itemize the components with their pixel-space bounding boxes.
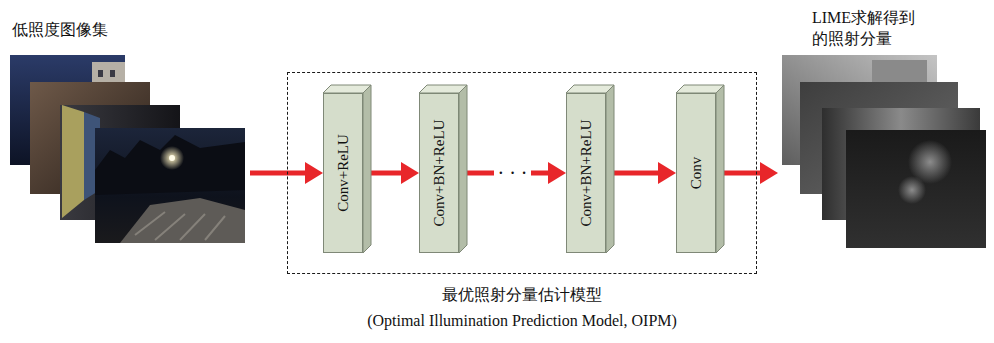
flow-arrow [606,162,676,184]
layer-block: Conv+BN+ReLU [419,93,459,253]
layer-block: Conv [676,93,716,253]
arrow-head [305,162,323,184]
arrow-head [401,162,419,184]
building-silhouette [95,135,245,195]
layer-side [716,85,724,253]
model-caption: (Optimal Illumination Prediction Model, … [288,311,756,330]
paving-lines [135,212,225,240]
layer-label: Conv [687,157,705,190]
layer-side [606,85,614,253]
stack-label: 低照度图像集 [12,20,108,41]
edge-label: · · · [494,163,532,183]
flow-arrow [459,162,566,184]
bright-region [898,176,926,204]
pavement [120,198,245,243]
lamp [169,155,175,161]
image-stack: 低照度图像集 [8,16,250,248]
arrow-head [760,162,778,184]
image-stack: LIME求解得到 的照射分量 [778,4,988,250]
window [110,70,115,77]
layer-label: Conv+ReLU [334,134,352,212]
layer-block: Conv+ReLU [323,93,363,253]
layer-side [363,85,371,253]
arrow-head [548,162,566,184]
arrow-shaft [250,171,307,176]
layer-side [459,85,467,253]
lamp-glow [160,146,184,170]
model-caption: 最优照射分量估计模型 [288,285,756,304]
layer-block: Conv+BN+ReLU [566,93,606,253]
layer-label: Conv+BN+ReLU [577,120,595,227]
illumination-map [846,130,986,248]
window [98,70,103,77]
stack-label: LIME求解得到 的照射分量 [812,8,952,50]
arrow-head [658,162,676,184]
lit-wall [62,105,84,218]
street-photo [95,128,245,243]
layer-label: Conv+BN+ReLU [430,120,448,227]
flow-arrow [716,162,778,184]
